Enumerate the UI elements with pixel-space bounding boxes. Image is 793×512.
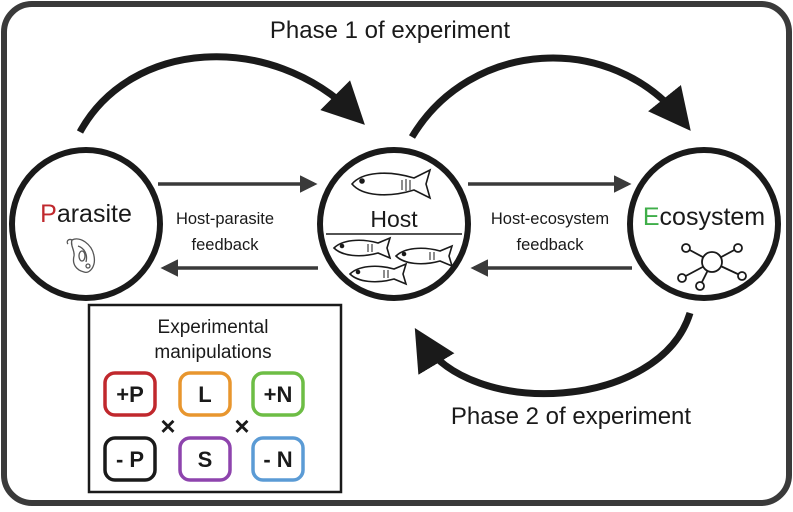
cell-label: S <box>198 447 213 472</box>
cell-frame <box>103 371 157 417</box>
phase-1-arrow-host-to-ecosystem <box>408 54 691 139</box>
manipulations-box: Experimental manipulations +P L +N - P S <box>87 303 343 494</box>
times-symbol-right: × <box>234 411 249 441</box>
host-ecosystem-feedback-line1: Host-ecosystem <box>491 210 609 228</box>
phase-2-arrow-ecosystem-to-host <box>414 311 694 398</box>
cell-label: L <box>198 382 211 407</box>
manipulation-cell-s: S <box>178 436 232 482</box>
network-icon <box>677 243 747 291</box>
parasite-label-rest: arasite <box>57 200 132 228</box>
cell-label: - N <box>263 447 292 472</box>
parasite-node: Parasite <box>9 147 163 301</box>
host-parasite-feedback-line2: feedback <box>192 236 260 254</box>
manipulation-cells: +P L +N - P S - N <box>103 371 305 482</box>
phase-1-label: Phase 1 of experiment <box>270 17 510 44</box>
ecosystem-label-rest: cosystem <box>660 203 766 231</box>
parasite-icon <box>66 238 96 273</box>
ecosystem-circle <box>627 147 781 301</box>
manipulation-cell-l: L <box>178 371 232 417</box>
cell-frame <box>251 436 305 482</box>
host-node: Host <box>317 147 471 301</box>
cell-frame <box>251 371 305 417</box>
cell-label: +P <box>116 382 144 407</box>
phase-2-label: Phase 2 of experiment <box>451 403 691 430</box>
manipulation-cell-minus-n: - N <box>251 436 305 482</box>
cell-label: - P <box>116 447 144 472</box>
phase-1-arrow-parasite-to-host <box>76 53 365 134</box>
parasite-label-initial: P <box>40 200 57 228</box>
manipulations-title-line2: manipulations <box>154 342 271 363</box>
ecosystem-label-initial: E <box>643 203 660 231</box>
manipulation-cell-plus-n: +N <box>251 371 305 417</box>
manipulations-title-line1: Experimental <box>158 317 269 338</box>
fish-icon <box>332 168 454 286</box>
parasite-circle <box>9 147 163 301</box>
host-parasite-feedback-line1: Host-parasite <box>176 210 274 228</box>
times-symbol-left: × <box>160 411 175 441</box>
cell-label: +N <box>264 382 293 407</box>
manipulation-cell-minus-p: - P <box>103 436 157 482</box>
host-label: Host <box>370 206 418 232</box>
manipulation-cell-plus-p: +P <box>103 371 157 417</box>
ecosystem-node: Ecosystem <box>627 147 781 301</box>
cell-frame <box>178 436 232 482</box>
host-ecosystem-feedback-line2: feedback <box>517 236 585 254</box>
parasite-label: Parasite <box>40 200 132 228</box>
cell-frame <box>178 371 232 417</box>
ecosystem-label: Ecosystem <box>643 203 765 231</box>
cell-frame <box>103 436 157 482</box>
